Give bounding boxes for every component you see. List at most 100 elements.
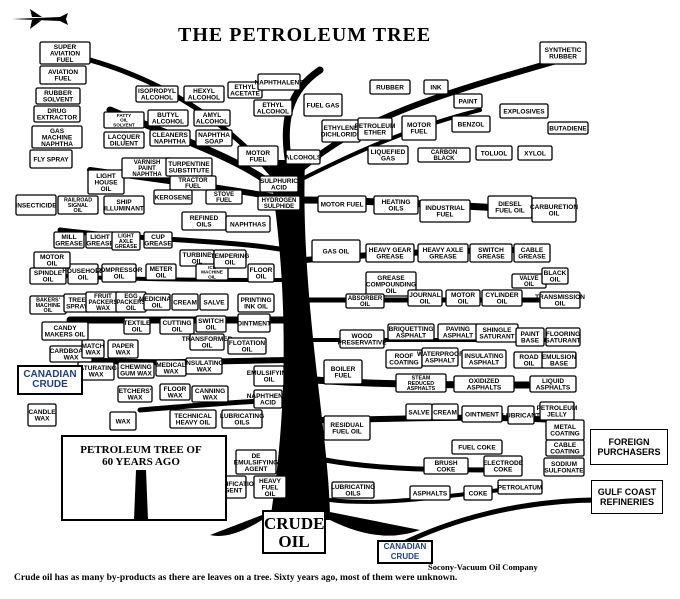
leaf-label: KEROSENE bbox=[155, 194, 192, 201]
leaf-46: XYLOL bbox=[517, 145, 553, 161]
leaf-32: FUEL GAS bbox=[303, 93, 343, 117]
leaf-label: INK bbox=[430, 84, 442, 91]
leaf-125: SALVE bbox=[405, 403, 433, 421]
leaf-35: PAINT bbox=[453, 93, 483, 109]
trunk-root-left bbox=[210, 515, 262, 536]
leaf-95: WAX bbox=[109, 411, 137, 431]
trunk-root-right bbox=[330, 512, 420, 536]
leaf-52: GAS OIL bbox=[311, 239, 361, 263]
leaf-label: RUBBER bbox=[376, 84, 404, 91]
old-tree-title: PETROLEUM TREE OF 60 YEARS AGO bbox=[80, 444, 202, 468]
leaf-91: ETCHERS'WAX bbox=[117, 385, 153, 403]
leaf-45: TOLUOL bbox=[475, 145, 513, 161]
leaf-label: PETROLATUM bbox=[498, 484, 543, 491]
leaf-label: MOTOR FUEL bbox=[321, 201, 364, 208]
branch bbox=[297, 57, 563, 173]
leaf-label: FLY SPRAY bbox=[33, 156, 69, 163]
trunk bbox=[268, 160, 330, 520]
leaf-label: FUEL COKE bbox=[458, 444, 496, 451]
leaf-79: OINTMENT bbox=[237, 313, 271, 333]
leaf-label: COKE bbox=[469, 490, 488, 497]
leaf-label: CREAM bbox=[433, 409, 457, 416]
leaf-131: FUEL COKE bbox=[451, 439, 503, 455]
